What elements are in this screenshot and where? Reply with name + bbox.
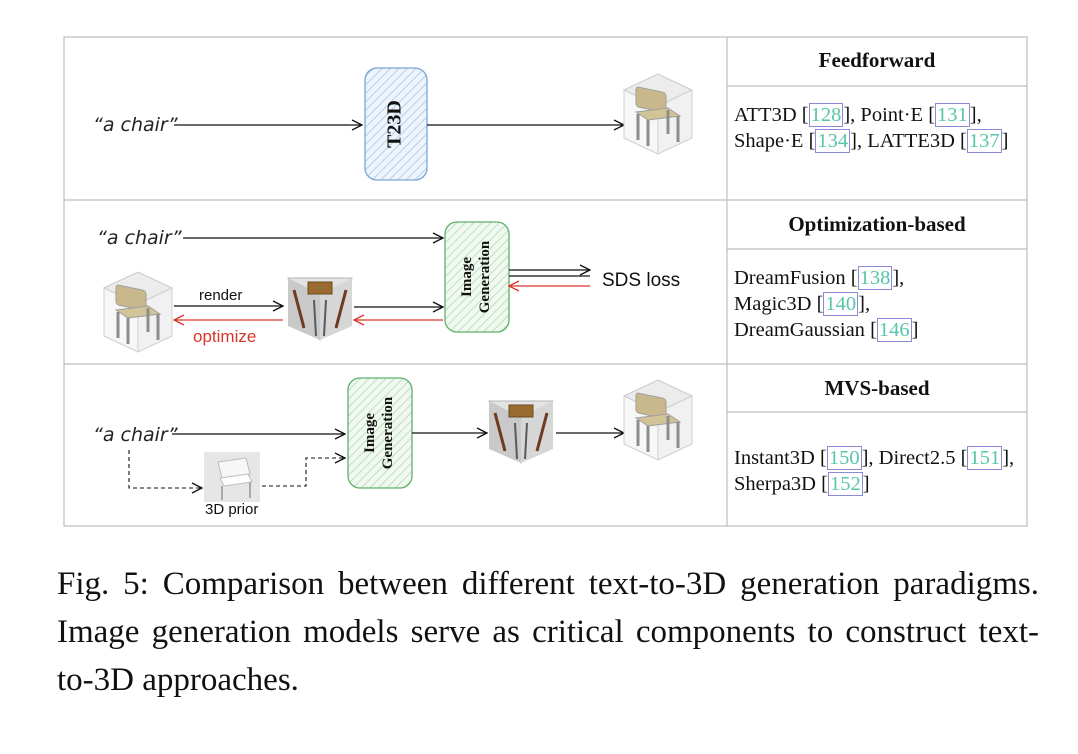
- chair-output-icon: [622, 378, 694, 462]
- citation-link[interactable]: 137: [966, 129, 1002, 153]
- citation-link[interactable]: 131: [935, 103, 970, 127]
- optimize-label: optimize: [193, 327, 256, 346]
- image-generation-label-2: Generation: [477, 240, 493, 313]
- image-generation-label-2: Generation: [380, 396, 396, 469]
- heading-mvs-based: MVS-based: [824, 376, 930, 400]
- heading-feedforward: Feedforward: [818, 48, 936, 72]
- paradigm-diagram: “a chair” T23D “a chair” render optimize…: [63, 36, 1028, 527]
- citation-link[interactable]: 140: [823, 292, 859, 316]
- 3d-prior-icon: [204, 452, 260, 502]
- image-generation-label-1: Image: [459, 257, 475, 297]
- multiview-render-icon: [286, 276, 354, 342]
- 3d-prior-label: 3D prior: [205, 501, 258, 518]
- citation-link[interactable]: 146: [876, 318, 912, 342]
- multiview-images-icon: [487, 399, 555, 465]
- citation-link[interactable]: 150: [826, 446, 862, 470]
- t23d-label: T23D: [384, 100, 406, 148]
- figure-caption: Fig. 5: Comparison between different tex…: [57, 566, 1039, 698]
- citation-link[interactable]: 151: [967, 446, 1003, 470]
- methods-optimization-based: DreamFusion [138], Magic3D [140], DreamG…: [734, 266, 919, 342]
- feedforward-pipeline: “a chair” T23D: [93, 67, 694, 181]
- mvs-pipeline: “a chair” 3D prior Image Generation: [93, 377, 694, 518]
- optimization-pipeline: “a chair” render optimize Image Generati…: [97, 221, 680, 354]
- chair-3d-icon: [102, 270, 174, 354]
- image-generation-label-1: Image: [362, 413, 378, 453]
- prompt-label: “a chair”: [97, 227, 182, 249]
- methods-mvs-based: Instant3D [150], Direct2.5 [151], Sherpa…: [734, 446, 1015, 496]
- t23d-box: [364, 67, 428, 181]
- citation-link[interactable]: 152: [827, 472, 863, 496]
- chair-output-icon: [622, 72, 694, 156]
- methods-feedforward: ATT3D [128], Point·E [131], Shape·E [134…: [734, 103, 1009, 153]
- image-generation-box: [444, 221, 510, 333]
- render-label: render: [199, 287, 242, 304]
- citation-link[interactable]: 128: [808, 103, 844, 127]
- heading-optimization-based: Optimization-based: [788, 212, 966, 236]
- table-grid: [63, 36, 1028, 527]
- prompt-label: “a chair”: [93, 424, 178, 446]
- citation-link[interactable]: 134: [815, 129, 851, 153]
- sds-loss-label: SDS loss: [602, 270, 680, 291]
- prompt-label: “a chair”: [93, 114, 178, 136]
- citation-link[interactable]: 138: [857, 266, 893, 290]
